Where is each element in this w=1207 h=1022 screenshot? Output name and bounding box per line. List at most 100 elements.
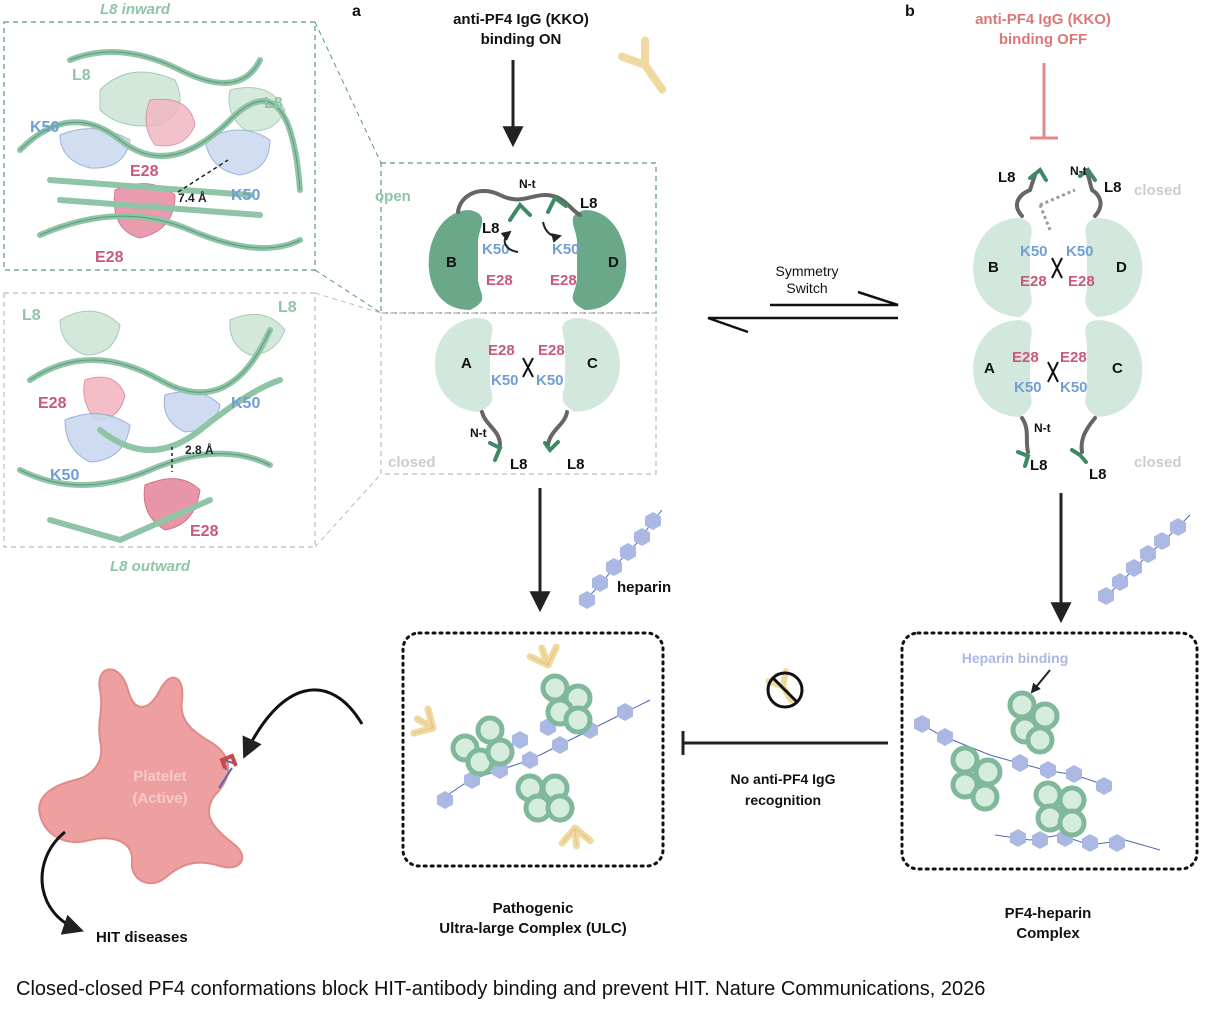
panel-a-subunit-b <box>428 210 483 310</box>
panel-b-k50-br: K50 <box>1060 379 1088 396</box>
panel-a-subunit-d <box>572 210 627 310</box>
outward-ribbon-outline <box>19 329 271 486</box>
no-recognition-line1: No anti-PF4 IgG <box>731 771 836 787</box>
panel-a-top-l8 <box>508 194 568 222</box>
panel-a-igg-line2: binding ON <box>481 31 562 48</box>
ulc-complex-box <box>401 631 665 868</box>
panel-b-sub-b: B <box>988 259 999 276</box>
platelet-label-line2: (Active) <box>132 790 187 807</box>
outward-label-e28-lower: E28 <box>190 523 219 540</box>
outward-distance-label: 2.8 Å <box>185 442 214 457</box>
pf4-heparin-label-line2: Complex <box>1016 925 1080 942</box>
panel-b-closed-top: closed <box>1134 182 1182 199</box>
panel-a-e28-tr: E28 <box>550 272 577 289</box>
inset-l8-inward: L8 inward L8 L8 K50 K50 E28 E28 7.4 Å <box>3 1 316 271</box>
equilibrium-arrow-back <box>707 316 898 334</box>
symmetry-line1: Symmetry <box>776 263 839 279</box>
ulc-label-line1: Pathogenic <box>493 900 574 917</box>
panel-a-bottom-l8 <box>488 440 560 462</box>
panel-b-sub-c: C <box>1112 360 1123 377</box>
pf4-heparin-label-line1: PF4-heparin <box>1005 905 1092 922</box>
hit-arrow <box>40 830 84 935</box>
panel-a-curl-arrow-left <box>500 230 519 253</box>
panel-b-e28-bl: E28 <box>1012 349 1039 366</box>
inset-bottom-title: L8 outward <box>110 558 191 575</box>
panel-a-l8-top-left: L8 <box>482 220 500 237</box>
panel-a-k50-tr: K50 <box>552 241 580 258</box>
panel-a-antibody-icon <box>618 36 667 94</box>
panel-a-k50-br: K50 <box>536 372 564 389</box>
panel-b-bottom-l8 <box>1016 448 1088 468</box>
panel-a-sub-a: A <box>461 355 472 372</box>
outward-pink-blob-2 <box>143 478 201 531</box>
panel-a-curl-arrow-right <box>542 221 562 243</box>
panel-a-k50-bl: K50 <box>491 372 519 389</box>
panel-b-l8-bottom-left: L8 <box>1030 457 1048 474</box>
panel-a-bottom-tails <box>480 410 569 447</box>
inward-label-e28-upper: E28 <box>130 163 159 180</box>
panel-b-e28-tl: E28 <box>1020 273 1047 290</box>
panel-a-top-tails <box>456 189 582 217</box>
hit-diseases-label: HIT diseases <box>96 929 188 946</box>
panel-b-nt-top: N-t <box>1070 164 1087 178</box>
panel-b-l8-top-right: L8 <box>1104 179 1122 196</box>
panel-b-subunit-a <box>973 320 1032 417</box>
panel-b-e28-br: E28 <box>1060 349 1087 366</box>
panel-b-closed-bottom: closed <box>1134 454 1182 471</box>
panel-a-subunit-c <box>562 318 620 412</box>
panel-b-e28-tr: E28 <box>1068 273 1095 290</box>
outward-label-e28-upper: E28 <box>38 395 67 412</box>
inset-l8-outward: L8 L8 E28 K50 K50 E28 2.8 Å L8 outward <box>3 292 316 575</box>
panel-a-open-label: open <box>375 188 411 205</box>
panel-b-k50-tr: K50 <box>1066 243 1094 260</box>
platelet-antibody-bound <box>219 753 238 769</box>
panel-a-subunit-a <box>435 318 493 412</box>
inward-label-k50-left: K50 <box>30 119 59 136</box>
outward-label-k50-right: K50 <box>231 395 260 412</box>
panel-a-e28-bl: E28 <box>488 342 515 359</box>
panel-b-sub-a: A <box>984 360 995 377</box>
panel-b-subunit-c <box>1085 320 1143 417</box>
panel-b-bottom-tails <box>1020 416 1097 454</box>
panel-b-nt-bottom: N-t <box>1034 421 1051 435</box>
zoom-line-top-2 <box>314 269 382 314</box>
zoom-line-top-1 <box>314 21 382 164</box>
outward-blue-blob-2 <box>163 391 221 433</box>
symmetry-line2: Switch <box>786 280 827 296</box>
panel-b-l8-top-left: L8 <box>998 169 1016 186</box>
panel-a-cross <box>522 357 534 378</box>
inset-top-title: L8 inward <box>100 1 171 18</box>
panel-a-heparin-chain <box>579 509 663 609</box>
zoom-line-bottom-2 <box>314 473 382 548</box>
inward-distance-label: 7.4 Å <box>178 190 207 205</box>
panel-b-subunit-b <box>973 218 1032 317</box>
platelet-arrow <box>242 688 364 759</box>
inward-label-l8-right: L8 <box>264 95 283 112</box>
prohibited-antibody-icon <box>765 668 804 709</box>
no-recognition-line2: recognition <box>745 792 821 808</box>
panel-b-k50-bl: K50 <box>1014 379 1042 396</box>
panel-a-heparin-label: heparin <box>617 579 671 596</box>
panel-b-subunit-d <box>1085 218 1143 317</box>
outward-label-k50-left: K50 <box>50 467 79 484</box>
panel-b-sub-d: D <box>1116 259 1127 276</box>
equilibrium-arrow-forward <box>770 290 899 307</box>
panel-a-l8-top-right: L8 <box>580 195 598 212</box>
panel-b-top-dotted <box>1038 188 1076 231</box>
panel-b-k50-tl: K50 <box>1020 243 1048 260</box>
inward-label-k50-right: K50 <box>231 187 260 204</box>
panel-b-heparin-chain <box>1098 514 1191 605</box>
panel-label-b: b <box>905 3 915 20</box>
panel-a-closed-box <box>380 312 657 475</box>
panel-b-top-l8 <box>1028 167 1097 182</box>
panel-b-igg-line2: binding OFF <box>999 31 1087 48</box>
platelet-label-line1: Platelet <box>133 768 186 785</box>
panel-a-nt-top: N-t <box>519 177 536 191</box>
panel-a-closed-label: closed <box>388 454 436 471</box>
outward-green-blob-2 <box>229 313 286 356</box>
panel-a-e28-br: E28 <box>538 342 565 359</box>
outward-blue-blob-1 <box>64 413 131 463</box>
figure-caption: Closed-closed PF4 conformations block HI… <box>16 978 986 1000</box>
platelet-cell <box>38 668 244 885</box>
panel-a-nt-bottom: N-t <box>470 426 487 440</box>
